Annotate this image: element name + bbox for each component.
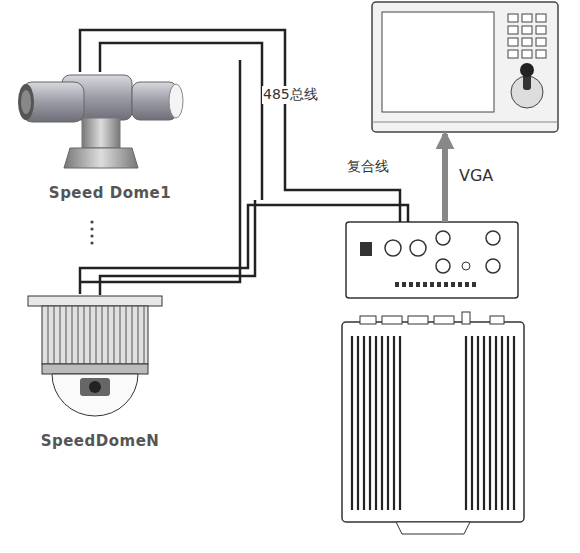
dvr-box: [342, 222, 524, 534]
dome-camera: [28, 296, 162, 416]
wire-label: 485总线: [262, 86, 319, 104]
monitor-keyboard: [372, 2, 558, 132]
device-caption: Speed Dome1: [15, 184, 205, 202]
camera-node: SpeedDomeN: [15, 294, 185, 450]
ptz-camera: [18, 75, 183, 168]
edge-label: VGA: [459, 166, 493, 185]
monitor-node: [372, 2, 558, 132]
cable: [80, 205, 408, 294]
camera-node: Speed Dome1: [15, 62, 205, 202]
wire-label: 复合线: [346, 158, 390, 176]
signal-arrow: [442, 134, 448, 222]
device-caption: SpeedDomeN: [15, 432, 185, 450]
ellipsis-dots: [90, 220, 93, 244]
dvr-node: [342, 222, 524, 534]
